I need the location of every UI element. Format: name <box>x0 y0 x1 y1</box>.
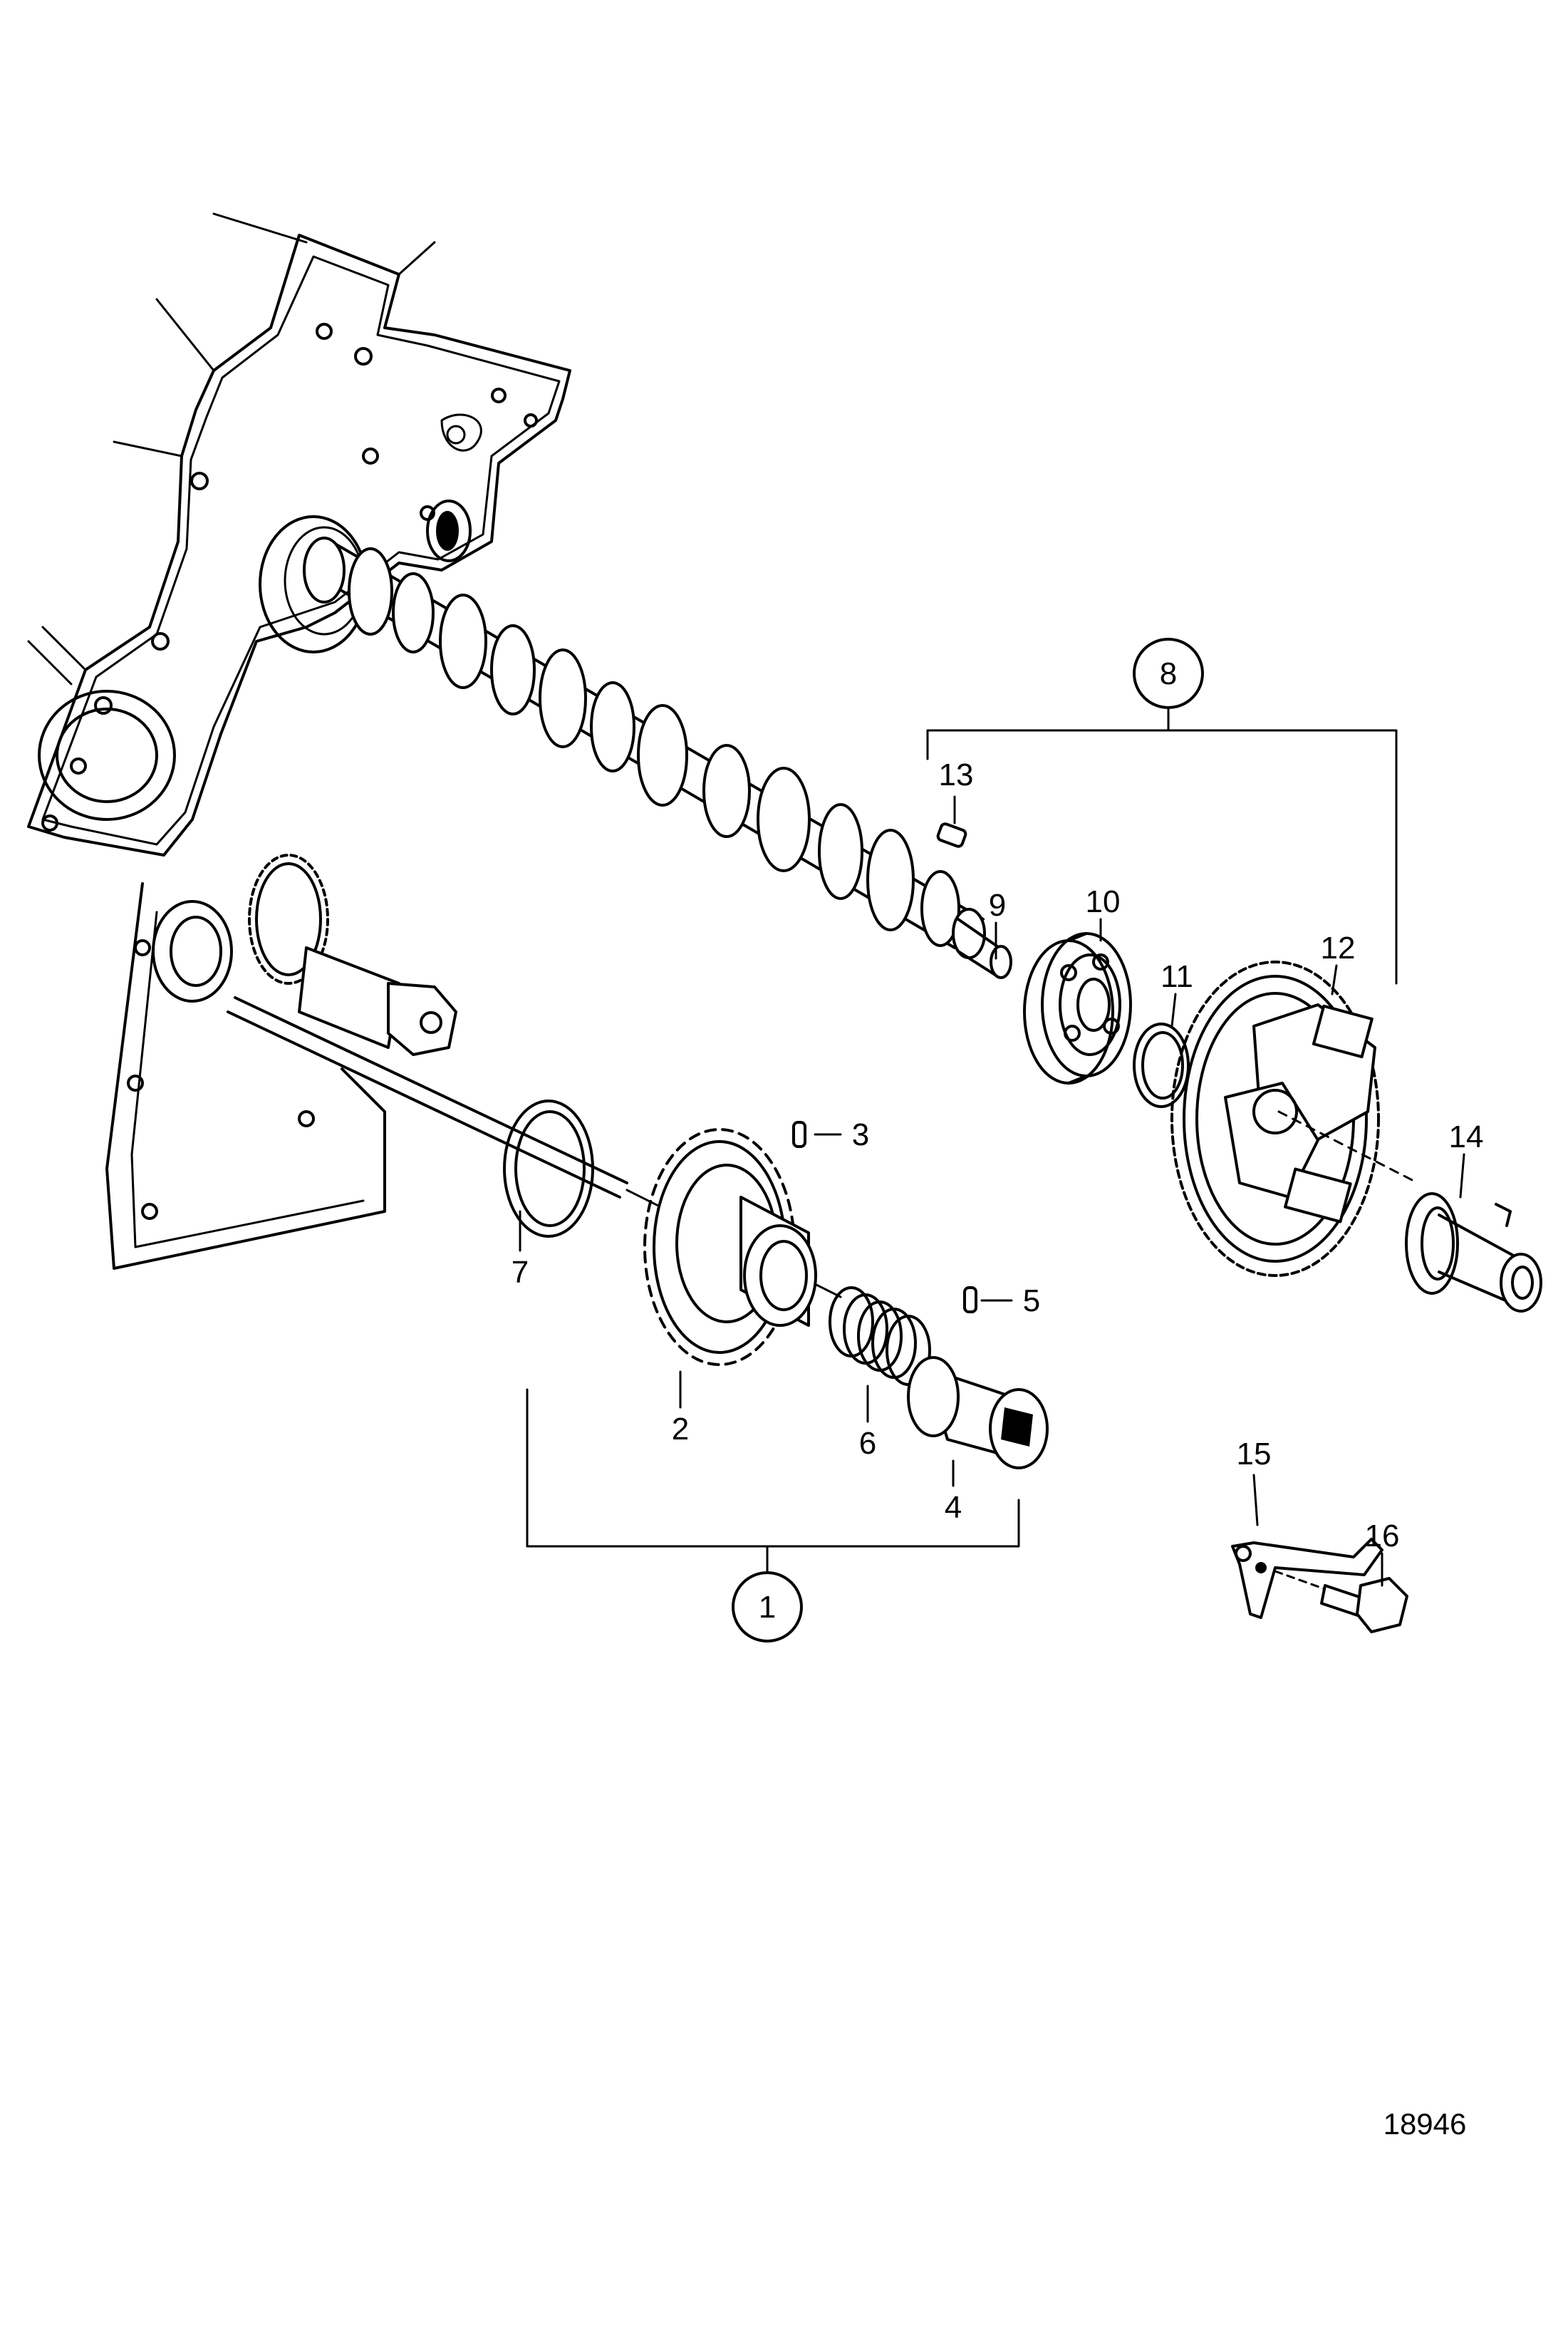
callout-11: 11 <box>1161 959 1193 994</box>
callout-7: 7 <box>512 1255 529 1290</box>
callout-16: 16 <box>1365 1519 1400 1553</box>
callout-9: 9 <box>989 888 1006 923</box>
ring-11 <box>1133 1023 1190 1108</box>
callout-2: 2 <box>672 1412 689 1447</box>
pin-3 <box>792 1121 806 1148</box>
callout-4: 4 <box>945 1490 962 1525</box>
pin-5 <box>963 1286 977 1313</box>
callout-8: 8 <box>1160 656 1177 691</box>
callout-10: 10 <box>1086 884 1121 919</box>
ball-bearing-10 <box>1023 932 1132 1085</box>
callout-1: 1 <box>759 1590 776 1625</box>
hub-14 <box>1405 1192 1542 1313</box>
key-13 <box>936 822 967 848</box>
callout-15: 15 <box>1237 1437 1272 1471</box>
leader-lines <box>519 708 1465 1587</box>
bracket-15 <box>1231 1538 1383 1619</box>
callout-13: 13 <box>939 757 974 792</box>
camshaft-gear-12 <box>1170 961 1419 1277</box>
callout-14: 14 <box>1449 1119 1484 1154</box>
callout-6: 6 <box>859 1426 876 1461</box>
callout-circle-1 <box>732 1571 803 1643</box>
bolt-16 <box>1274 1570 1408 1633</box>
callout-circle-8 <box>1133 638 1204 709</box>
coupling-4 <box>907 1356 1049 1469</box>
spring-6 <box>829 1286 931 1386</box>
callout-12: 12 <box>1321 931 1356 966</box>
camshaft <box>303 537 1012 979</box>
engine-block-plate <box>27 212 571 857</box>
intermediate-shaft-assembly <box>105 854 842 1298</box>
thrust-ring-7 <box>503 1100 594 1238</box>
callout-3: 3 <box>852 1117 869 1152</box>
callout-5: 5 <box>1023 1283 1040 1318</box>
drawing-number: 18946 <box>1383 2107 1467 2141</box>
idler-gear-2 <box>643 1128 817 1366</box>
